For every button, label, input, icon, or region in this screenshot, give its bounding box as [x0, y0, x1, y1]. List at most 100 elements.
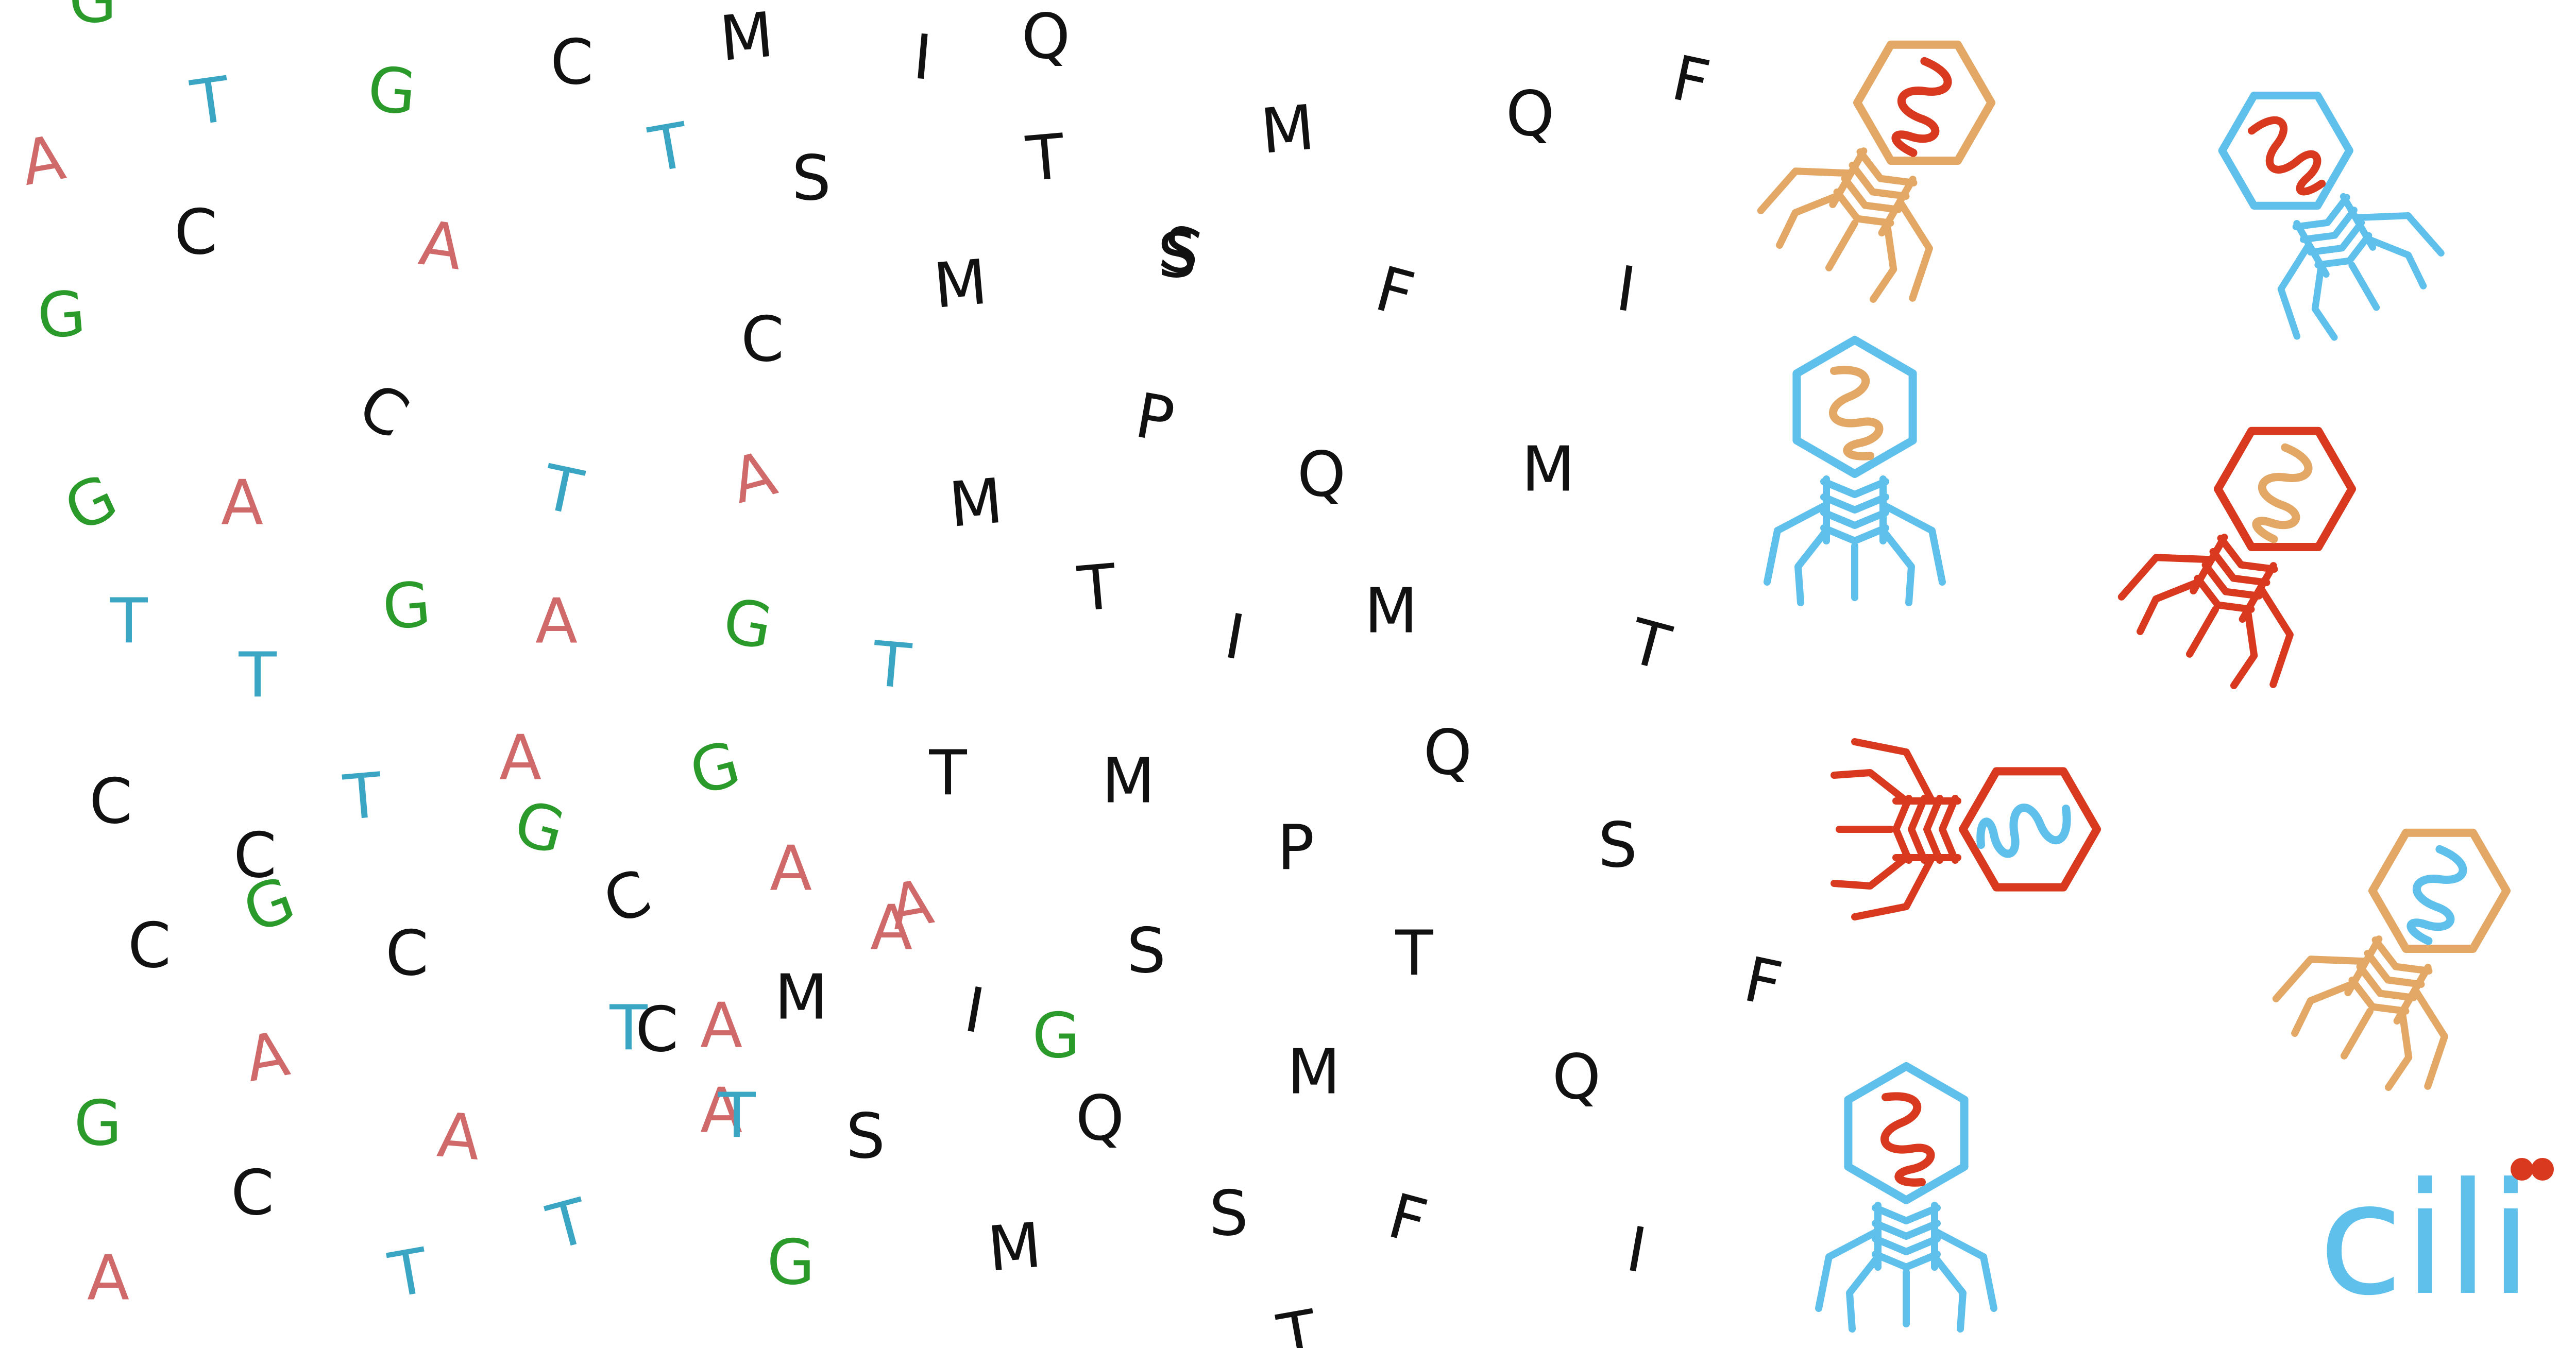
protein-letter: Q: [1506, 79, 1554, 150]
dna-letter: A: [87, 1243, 129, 1315]
protein-letter: S: [1158, 220, 1197, 292]
dna-letter: G: [69, 0, 117, 37]
phage-capsid: [1853, 40, 1996, 165]
dna-letter: C: [741, 304, 784, 376]
protein-letter: T: [1395, 918, 1433, 990]
protein-letter: I: [910, 21, 935, 94]
dna-letter: C: [595, 857, 659, 939]
protein-letter: I: [1621, 1214, 1652, 1287]
phage-legs: [1757, 167, 1933, 303]
phage-legs: [2277, 212, 2445, 341]
protein-letter: T: [1075, 551, 1120, 626]
protein-letter: Q: [1297, 439, 1346, 511]
dna-letter: T: [238, 640, 277, 712]
dna-letter: T: [869, 628, 914, 703]
protein-letter: P: [1130, 380, 1179, 457]
phage-genome: [2247, 116, 2326, 196]
phage-legs: [2272, 955, 2448, 1091]
dna-letter: A: [221, 468, 263, 539]
phage-capsid: [1792, 336, 1917, 478]
dna-letter: C: [347, 369, 420, 453]
protein-letter: S: [1127, 916, 1166, 987]
protein-letter: T: [1272, 1296, 1323, 1348]
dna-letter: A: [16, 122, 70, 200]
dna-letter: A: [700, 991, 742, 1062]
dna-letter: T: [609, 993, 648, 1065]
protein-letter: M: [1364, 576, 1418, 647]
phage-genome: [2406, 845, 2467, 945]
phage-genome: [1891, 57, 1952, 157]
dna-letter: G: [507, 787, 572, 868]
phage-legs: [1815, 1227, 1997, 1333]
dna-letter: T: [540, 1185, 596, 1265]
protein-letter: M: [946, 465, 1006, 541]
protein-letter: M: [931, 246, 990, 322]
protein-letter: I: [1612, 253, 1640, 327]
protein-letter: P: [1277, 813, 1314, 884]
protein-letter: M: [1258, 92, 1317, 168]
protein-letter: M: [774, 962, 828, 1034]
bacteriophage-icon: [2272, 828, 2511, 1091]
dna-letter: G: [35, 278, 89, 353]
dna-letter: A: [499, 723, 541, 794]
phage-tail: [2190, 534, 2278, 623]
protein-letter: S: [1209, 1179, 1248, 1250]
logo-wordmark: cili: [2318, 1150, 2532, 1329]
phage-capsid: [1844, 1062, 1969, 1204]
logo-dot-icon: [2511, 1158, 2533, 1181]
protein-letter: Q: [1423, 718, 1472, 789]
phage-genome: [1880, 1092, 1935, 1187]
dna-letter: C: [174, 197, 217, 269]
protein-letter: M: [985, 1209, 1044, 1286]
protein-letter: M: [1101, 746, 1155, 817]
bacteriophage-icon: [1815, 1062, 1997, 1333]
protein-letter: M: [1521, 434, 1575, 506]
dna-letter: C: [128, 911, 171, 982]
dna-letter: T: [536, 452, 588, 530]
dna-letter: C: [550, 27, 594, 99]
protein-letter: M: [1287, 1037, 1341, 1108]
dna-letter: T: [717, 1081, 756, 1152]
protein-letter: F: [1738, 944, 1787, 1021]
protein-letter: S: [846, 1101, 885, 1173]
protein-letter: Q: [1552, 1042, 1601, 1114]
phage-tail: [1892, 795, 1961, 864]
protein-letter: F: [1368, 253, 1421, 331]
dna-letter: A: [240, 1018, 294, 1096]
dna-letter: G: [380, 569, 434, 644]
dna-letter: A: [770, 833, 812, 905]
bacteriophage-icon: [2117, 426, 2357, 689]
dna-letter: C: [231, 1158, 274, 1230]
phage-genome: [1829, 366, 1884, 460]
dna-letter: A: [870, 893, 912, 964]
protein-letter: F: [1666, 42, 1715, 120]
dna-letter: G: [365, 54, 419, 129]
protein-letter: S: [792, 143, 831, 215]
protein-letter: T: [1023, 121, 1068, 196]
bacteriophage-icon: [1764, 336, 1946, 606]
dna-letter: T: [383, 1235, 434, 1312]
dna-letter: A: [700, 1076, 742, 1147]
phage-genome: [1976, 804, 2071, 858]
phage-legs: [1831, 738, 1936, 920]
dna-letter: C: [635, 995, 679, 1066]
bacteriophage-icon: [2218, 91, 2445, 341]
dna-letter: T: [341, 760, 385, 834]
phage-tail: [2344, 935, 2433, 1025]
dna-letter: T: [109, 586, 148, 658]
phage-legs: [2117, 554, 2294, 689]
dna-letter: A: [535, 586, 578, 658]
protein-letter: Q: [1076, 1083, 1124, 1155]
bacteriophage-icon: [1757, 40, 1996, 303]
phage-legs: [1764, 501, 1946, 606]
dna-letter: T: [643, 109, 694, 186]
dna-letter: T: [187, 63, 235, 140]
protein-letter: F: [1381, 1180, 1434, 1258]
dna-letter: C: [89, 766, 132, 838]
protein-letter: I: [1219, 601, 1250, 674]
phage-capsid: [1959, 767, 2101, 892]
phage-capsid: [2368, 828, 2511, 953]
dna-letter: G: [683, 728, 748, 809]
dna-letter: G: [1032, 1001, 1080, 1072]
